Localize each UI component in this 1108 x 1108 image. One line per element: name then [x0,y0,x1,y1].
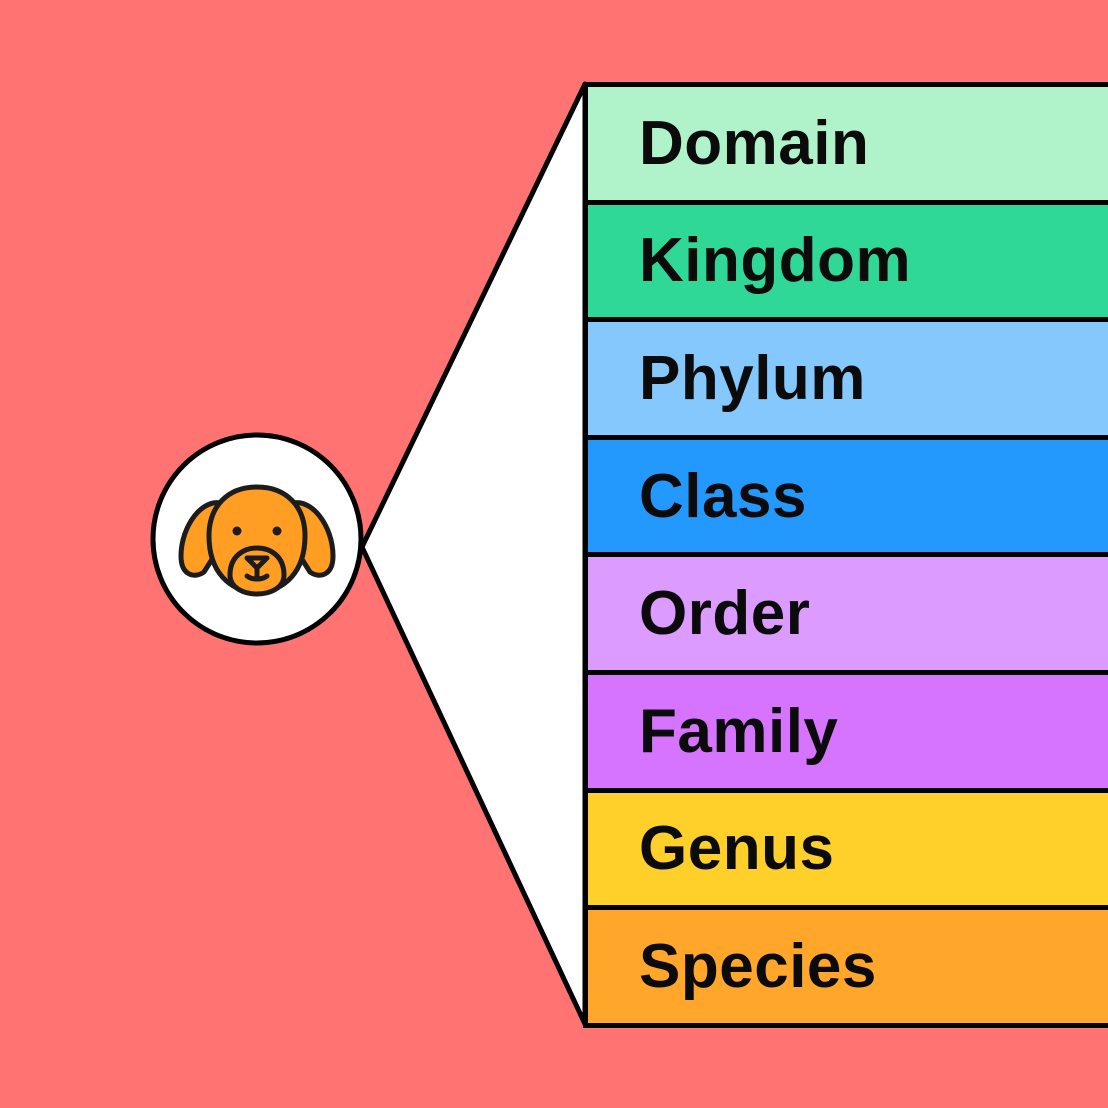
rank-row-domain: Domain [588,87,1108,205]
rank-label: Domain [639,108,870,178]
rank-label: Genus [639,814,835,884]
dog-right-eye [272,526,282,536]
rank-label: Kingdom [639,226,912,296]
rank-row-species: Species [588,910,1108,1028]
dog-nose [244,555,270,571]
rank-row-family: Family [588,674,1108,793]
rank-label: Species [639,931,877,1001]
dog-icon [178,484,336,597]
rank-label: Order [639,579,811,649]
dog-mouth [244,565,270,582]
rank-label: Family [639,696,839,766]
rank-row-phylum: Phylum [588,322,1108,440]
rank-row-genus: Genus [588,792,1108,911]
rank-row-class: Class [588,439,1108,558]
rank-row-order: Order [588,557,1108,675]
rank-label: Phylum [639,343,866,413]
rank-label: Class [639,461,807,531]
dog-left-eye [232,526,242,536]
rank-row-kingdom: Kingdom [588,204,1108,323]
